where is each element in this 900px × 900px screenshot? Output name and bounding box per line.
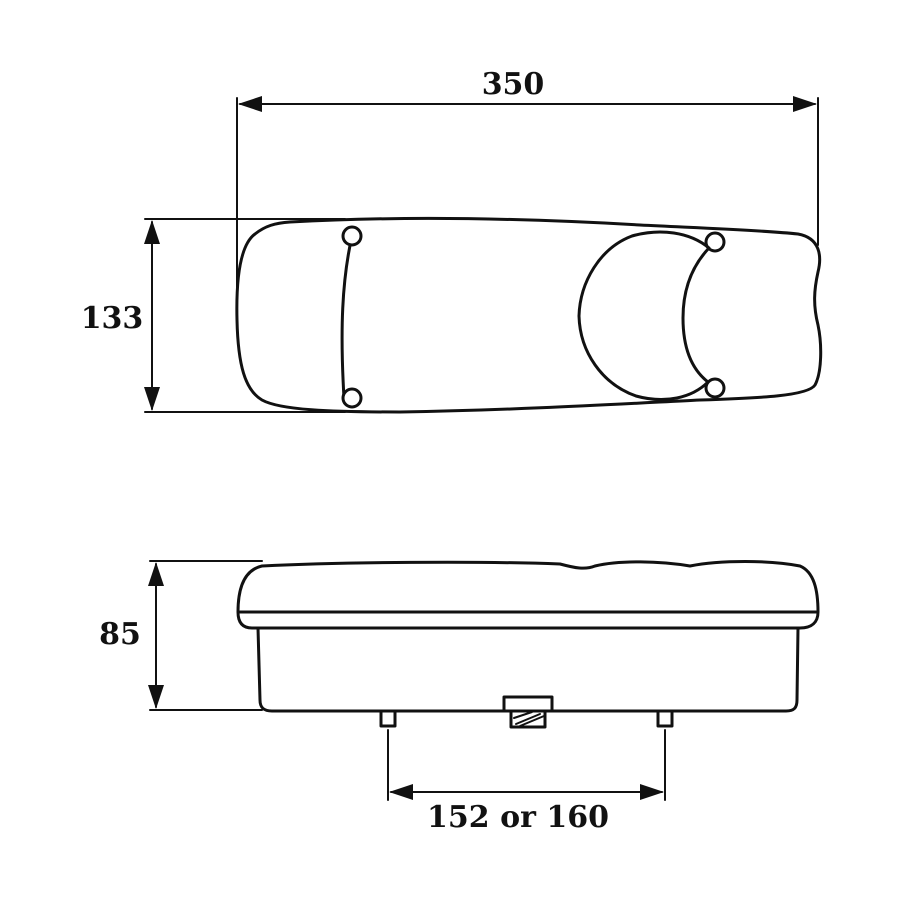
mounting-hole-bottom-left xyxy=(341,387,363,409)
right-stud xyxy=(656,709,674,728)
mounting-hole-top-right xyxy=(704,231,726,253)
side-lens-outline xyxy=(236,560,820,630)
height-label: 133 xyxy=(81,301,144,336)
mounting-hole-bottom-right xyxy=(704,377,726,399)
left-stud xyxy=(379,709,397,728)
width-dimension-line xyxy=(238,96,817,112)
left-section-divider xyxy=(340,234,354,400)
mounting-hole-top-left xyxy=(341,225,363,247)
side-view: 85 152 or 160 xyxy=(99,560,820,835)
height-dimension-line xyxy=(144,220,160,411)
crescent-lens-outline xyxy=(577,230,711,401)
stud-spacing-dimension-line xyxy=(389,784,664,800)
lamp-body-outline xyxy=(235,216,823,414)
electrical-connector xyxy=(502,695,554,729)
stud-spacing-label: 152 or 160 xyxy=(427,800,609,835)
width-label: 350 xyxy=(482,67,545,102)
top-view: 350 133 xyxy=(81,67,823,414)
depth-label: 85 xyxy=(99,617,141,652)
housing-outline xyxy=(256,626,800,713)
depth-dimension-line xyxy=(148,562,164,709)
